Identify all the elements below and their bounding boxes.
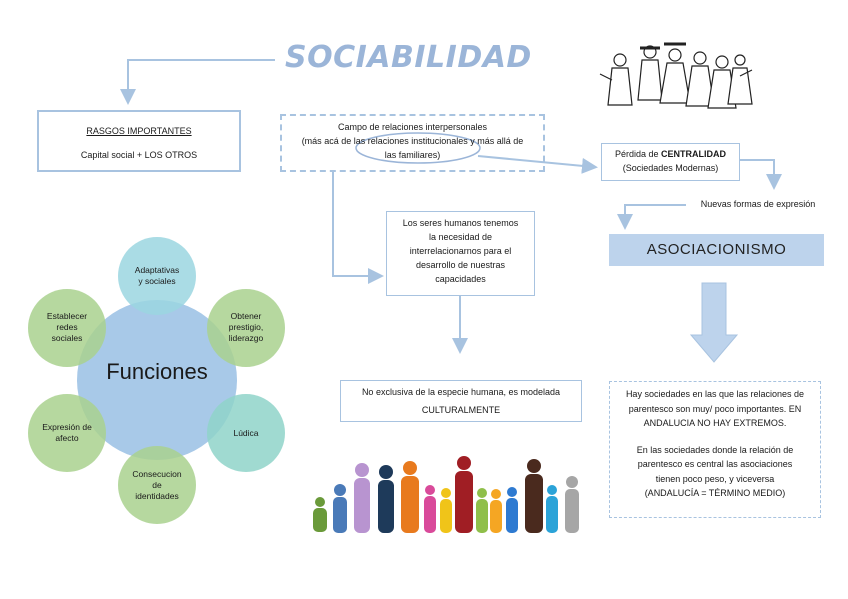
nuevas-formas-label: Nuevas formas de expresión bbox=[700, 199, 816, 209]
circle-obtener bbox=[207, 289, 285, 367]
dancers-illustration bbox=[599, 42, 753, 109]
highlight-ellipse bbox=[355, 132, 481, 164]
rasgos-box: RASGOS IMPORTANTES Capital social + LOS … bbox=[37, 110, 241, 172]
rasgos-heading: RASGOS IMPORTANTES bbox=[86, 126, 192, 136]
no-exclusiva-box: No exclusiva de la especie humana, es mo… bbox=[340, 380, 582, 422]
funciones-center-circle bbox=[77, 300, 237, 460]
circle-consecucion bbox=[118, 446, 196, 524]
perdida-box: Pérdida de CENTRALIDAD (Sociedades Moder… bbox=[601, 143, 740, 181]
function-consecucion: Consecucion de identidades bbox=[132, 469, 182, 501]
page-title: SOCIABILIDAD bbox=[285, 40, 532, 75]
people-silhouettes bbox=[313, 456, 579, 533]
function-expresion: Expresión de afecto bbox=[42, 422, 92, 443]
circle-adaptativas bbox=[118, 237, 196, 315]
funciones-label: Funciones bbox=[106, 359, 208, 384]
asociacionismo-box: ASOCIACIONISMO bbox=[609, 234, 824, 266]
connector-campo-seres bbox=[332, 172, 384, 284]
function-adaptativas: Adaptativas y sociales bbox=[134, 265, 180, 286]
function-obtener: Obtener prestigio, liderazgo bbox=[228, 311, 264, 343]
connector-perdida-nuevas bbox=[740, 159, 782, 190]
hay-sociedades-box: Hay sociedades en las que las relaciones… bbox=[609, 381, 821, 518]
function-ludica: Lúdica bbox=[233, 428, 259, 438]
connector-nuevas-asoc bbox=[617, 204, 686, 230]
seres-box: Los seres humanos tenemos la necesidad d… bbox=[386, 211, 535, 296]
campo-box: Campo de relaciones interpersonales (más… bbox=[280, 114, 545, 172]
circle-ludica bbox=[207, 394, 285, 472]
function-establecer: Establecer redes sociales bbox=[46, 311, 88, 343]
connector-campo-perdida bbox=[477, 155, 598, 174]
down-arrow bbox=[689, 282, 739, 363]
rasgos-body: Capital social + LOS OTROS bbox=[80, 150, 198, 160]
circle-establecer bbox=[28, 289, 106, 367]
circle-expresion bbox=[28, 394, 106, 472]
connector-title-rasgos bbox=[120, 59, 275, 105]
